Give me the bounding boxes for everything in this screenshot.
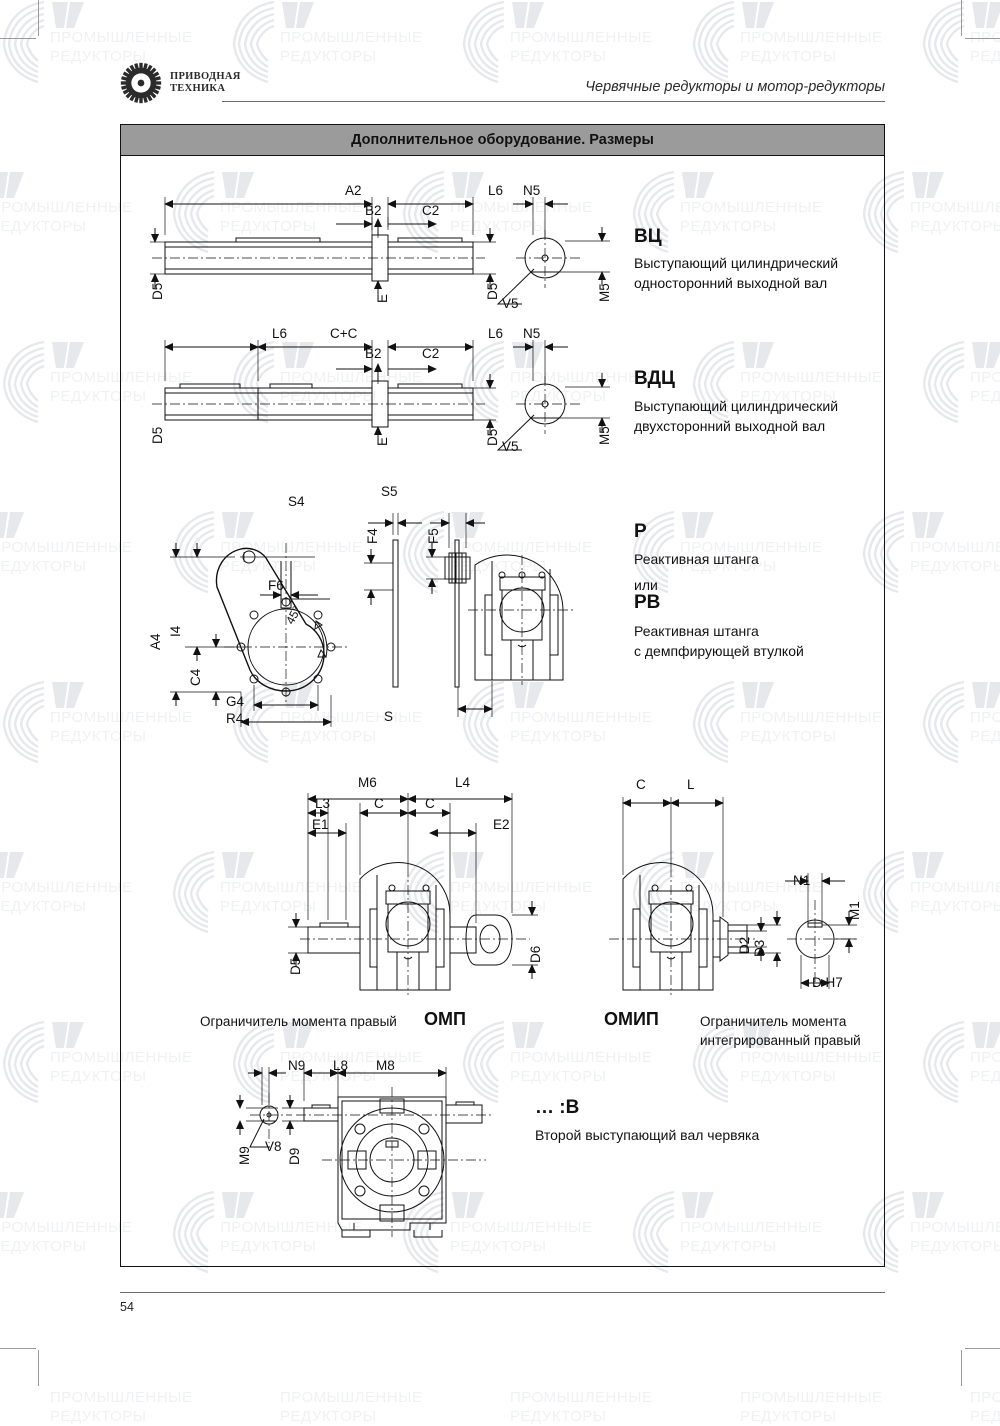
section-pv-description: Реактивная штанга с демпфирующей втулкой bbox=[634, 621, 904, 661]
section-pv-code: РВ bbox=[634, 592, 661, 613]
section-pv-desc-1: Реактивная штанга bbox=[634, 623, 759, 639]
logo-line-1: ПРИВОДНАЯ bbox=[170, 71, 241, 82]
p-drawing bbox=[170, 513, 576, 727]
section-omip-caption-1: Ограничитель момента bbox=[700, 1014, 847, 1029]
logo-line-2: ТЕХНИКА bbox=[170, 83, 226, 94]
section-p-code: Р bbox=[634, 521, 647, 542]
gear-icon bbox=[120, 62, 162, 104]
section-v2-description: Второй выступающий вал червяка bbox=[535, 1125, 825, 1145]
page-number: 54 bbox=[120, 1300, 134, 1314]
section-omip-caption: Ограничитель момента интегрированный пра… bbox=[700, 1012, 920, 1050]
section-omip-code: ОМИП bbox=[604, 1009, 659, 1029]
section-p-description: Реактивная штанга bbox=[634, 549, 904, 569]
section-omp-code: ОМП bbox=[424, 1009, 466, 1029]
section-vdc-code: ВДЦ bbox=[634, 368, 675, 389]
v2-drawing bbox=[236, 1067, 492, 1238]
section-vc-description: Выступающий цилиндрический односторонний… bbox=[634, 253, 904, 293]
omip-drawing bbox=[609, 797, 857, 995]
footer-divider bbox=[120, 1292, 885, 1293]
section-banner: Дополнительное оборудование. Размеры bbox=[120, 124, 885, 156]
section-v2-desc-1: Второй выступающий вал червяка bbox=[535, 1127, 760, 1143]
section-v2-code: … :В bbox=[535, 1097, 580, 1118]
section-vc-code: ВЦ bbox=[634, 226, 662, 247]
section-vc-desc-1: Выступающий цилиндрический bbox=[634, 255, 839, 271]
header-divider bbox=[222, 101, 885, 102]
section-p-or-label: или bbox=[634, 577, 658, 593]
section-pv-desc-2: с демпфирующей втулкой bbox=[634, 643, 804, 659]
section-omp-caption: Ограничитель момента правый bbox=[200, 1014, 397, 1029]
section-omip-caption-2: интегрированный правый bbox=[700, 1033, 861, 1048]
page-content: ПРИВОДНАЯ ТЕХНИКА Червячные редукторы и … bbox=[120, 62, 920, 1314]
section-vdc-desc-2: двухсторонний выходной вал bbox=[634, 418, 826, 434]
logo-text: ПРИВОДНАЯ ТЕХНИКА bbox=[170, 71, 241, 95]
section-vdc-description: Выступающий цилиндрический двухсторонний… bbox=[634, 396, 904, 436]
header-title: Червячные редукторы и мотор-редукторы bbox=[585, 79, 885, 95]
section-p-desc-1: Реактивная штанга bbox=[634, 551, 759, 567]
section-vc-desc-2: односторонний выходной вал bbox=[634, 275, 828, 291]
banner-title: Дополнительное оборудование. Размеры bbox=[351, 132, 654, 148]
company-logo: ПРИВОДНАЯ ТЕХНИКА bbox=[120, 62, 241, 104]
section-p-or-label-wrap: или bbox=[634, 575, 904, 595]
section-vdc-desc-1: Выступающий цилиндрический bbox=[634, 398, 839, 414]
